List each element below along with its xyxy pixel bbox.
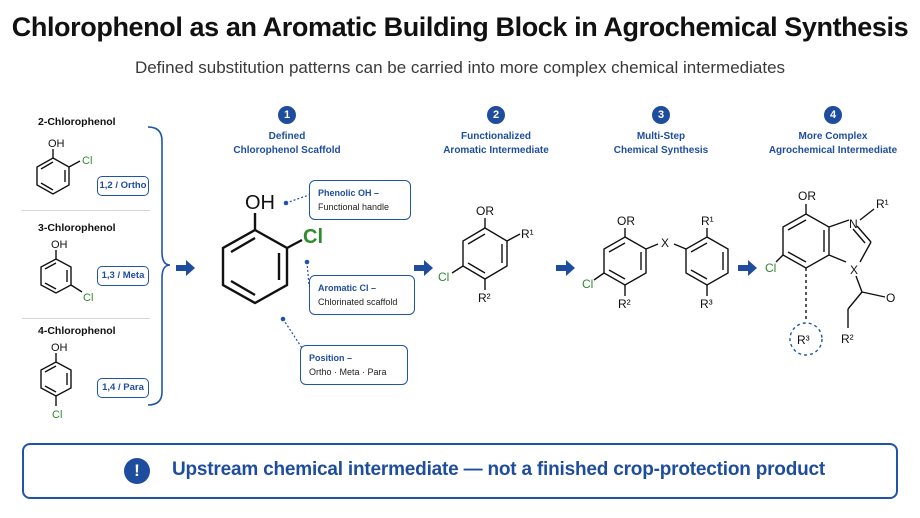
atom-label-cl: Cl	[438, 270, 449, 284]
callout-aromatic-cl: Aromatic Cl – Chlorinated scaffold	[309, 275, 415, 315]
structure-2-chlorophenol	[36, 149, 81, 195]
atom-label-r1: R¹	[876, 197, 889, 211]
isomer-tag-ortho: 1,2 / Ortho	[97, 176, 149, 196]
step-1-header: 1 Defined Chlorophenol Scaffold	[202, 106, 372, 158]
atom-label-x: X	[661, 236, 669, 250]
callout-position: Position – Ortho · Meta · Para	[300, 345, 408, 385]
flow-arrows	[176, 260, 757, 276]
atom-label-r1: R¹	[521, 227, 534, 241]
page-subtitle: Defined substitution patterns can be car…	[134, 58, 786, 77]
callout-text: Functional handle	[318, 202, 390, 212]
banner-text: Upstream chemical intermediate — not a f…	[172, 459, 826, 480]
step-title-line: Aromatic Intermediate	[443, 145, 549, 156]
atom-label-cl: Cl	[83, 292, 93, 304]
callout-heading: Position –	[309, 353, 353, 363]
arrow-right-icon	[176, 260, 195, 276]
isomer-name-4-chlorophenol: 4-Chlorophenol	[38, 325, 116, 337]
step-title-line: More Complex	[798, 131, 868, 142]
callout-phenolic-oh: Phenolic OH – Functional handle	[309, 180, 411, 220]
atom-label-r1: R¹	[701, 214, 714, 228]
atom-label-cl: Cl	[582, 277, 593, 291]
step-2-header: 2 Functionalized Aromatic Intermediate	[411, 106, 581, 158]
atom-label-r3: R³	[797, 333, 810, 347]
callout-leaders	[282, 194, 310, 349]
structure-step-4	[775, 204, 886, 356]
atom-label-or: OR	[476, 204, 494, 218]
page-title: Chlorophenol as an Aromatic Building Blo…	[11, 12, 909, 42]
atom-label-o: O	[886, 291, 895, 305]
structure-step-3	[593, 228, 729, 296]
isomer-bracket	[147, 126, 171, 406]
atom-label-n: N	[849, 217, 858, 231]
callout-text: Ortho · Meta · Para	[309, 367, 387, 377]
isomer-name-3-chlorophenol: 3-Chlorophenol	[38, 222, 116, 234]
step-number-badge: 1	[278, 106, 296, 124]
scaffold-cl-label: Cl	[303, 226, 323, 248]
atom-label-oh: OH	[48, 138, 65, 150]
step-title-line: Agrochemical Intermediate	[768, 145, 898, 156]
atom-label-r3: R³	[700, 297, 713, 311]
structure-step-2	[451, 218, 521, 290]
structure-4-chlorophenol	[40, 353, 72, 406]
arrow-right-icon	[414, 260, 433, 276]
isomer-tag-meta: 1,3 / Meta	[97, 266, 149, 286]
info-banner: ! Upstream chemical intermediate — not a…	[22, 443, 898, 499]
atom-label-or: OR	[798, 189, 816, 203]
callout-text: Chlorinated scaffold	[318, 297, 398, 307]
step-title-line: Functionalized	[461, 131, 531, 142]
callout-heading: Phenolic OH –	[318, 188, 380, 198]
alert-icon: !	[124, 458, 150, 484]
step-4-header: 4 More Complex Agrochemical Intermediate	[748, 106, 918, 158]
atom-label-cl: Cl	[82, 155, 92, 167]
step-title-line: Chemical Synthesis	[613, 145, 709, 156]
step-number-badge: 2	[487, 106, 505, 124]
structure-scaffold	[221, 213, 303, 305]
callout-heading: Aromatic Cl –	[318, 283, 377, 293]
scaffold-oh-label: OH	[245, 192, 275, 214]
arrow-right-icon	[738, 260, 757, 276]
isomer-name-2-chlorophenol: 2-Chlorophenol	[38, 116, 116, 128]
step-number-badge: 4	[824, 106, 842, 124]
step-title-line: Defined	[268, 131, 306, 142]
step-title-line: Chlorophenol Scaffold	[233, 145, 341, 156]
atom-label-or: OR	[617, 214, 635, 228]
atom-label-r2: R²	[841, 332, 854, 346]
atom-label-cl: Cl	[765, 261, 776, 275]
atom-label-x: X	[850, 263, 858, 277]
atom-label-oh: OH	[51, 239, 68, 251]
atom-label-oh: OH	[51, 342, 68, 354]
structure-3-chlorophenol	[40, 250, 83, 294]
atom-label-cl: Cl	[52, 409, 62, 421]
arrow-right-icon	[556, 260, 575, 276]
step-3-header: 3 Multi-Step Chemical Synthesis	[576, 106, 746, 158]
reaction-scheme: OH Cl OH Cl OH Cl OH Cl OR R¹ Cl R² OR X…	[36, 126, 895, 421]
isomer-divider	[22, 210, 150, 211]
atom-label-r2: R²	[618, 297, 631, 311]
step-title-line: Multi-Step	[636, 131, 686, 142]
r3-placeholder-circle	[789, 322, 823, 356]
isomer-tag-para: 1,4 / Para	[97, 378, 149, 398]
isomer-divider	[22, 318, 150, 319]
atom-label-r2: R²	[478, 291, 491, 305]
step-number-badge: 3	[652, 106, 670, 124]
